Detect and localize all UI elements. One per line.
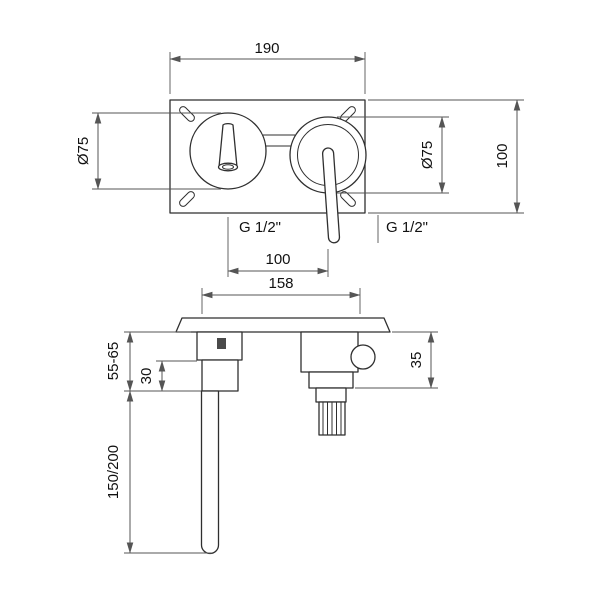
plate-width-label: 190 [254,40,279,57]
valve-depth-label: 35 [408,352,425,369]
aerator-inner [222,164,234,170]
plate-height-label: 100 [494,143,511,168]
dim-center-distance: 100 [227,217,329,277]
left-diameter-label: Ø75 [75,137,92,165]
dim-spout-length: 150/200 [105,390,212,554]
thread-callouts: G 1/2" G 1/2" [239,215,428,243]
left-thread-label: G 1/2" [239,219,281,236]
lever-pivot-side [350,344,376,370]
spout-front-outline [218,123,238,168]
recess-depth-label: 55-65 [105,342,122,380]
plate-side-profile [175,317,391,333]
spout-rosette [189,112,267,190]
valve-step [308,371,354,389]
corner-slot-top-left [179,106,195,122]
spout-length-label: 150/200 [105,445,122,499]
corner-slot-bottom-left [179,191,195,207]
set-screw [217,338,226,349]
body-bridge-lines [263,134,295,147]
dim-spout-inset: 30 [138,360,166,392]
spout-inset-label: 30 [138,368,155,385]
side-view: 158 55-65 30 150/200 [105,275,438,555]
dim-right-diameter: Ø75 [337,116,449,194]
body-width-label: 158 [268,275,293,292]
center-distance-label: 100 [265,251,290,268]
front-view: 190 Ø75 Ø75 100 [75,40,524,277]
dim-plate-height: 100 [368,99,524,214]
dim-valve-depth: 35 [355,331,438,389]
lever-handle [321,147,341,244]
dim-body-width: 158 [201,275,361,314]
spout-base [201,359,239,392]
right-diameter-label: Ø75 [419,141,436,169]
valve-body [300,331,359,373]
dim-left-diameter: Ø75 [75,112,221,190]
right-thread-label: G 1/2" [386,219,428,236]
dim-recess-depth: 55-65 [105,331,201,392]
spout-tube [200,390,220,555]
valve-nipple [315,387,347,403]
dim-plate-width: 190 [169,40,366,94]
valve-thread-lines [322,402,342,435]
